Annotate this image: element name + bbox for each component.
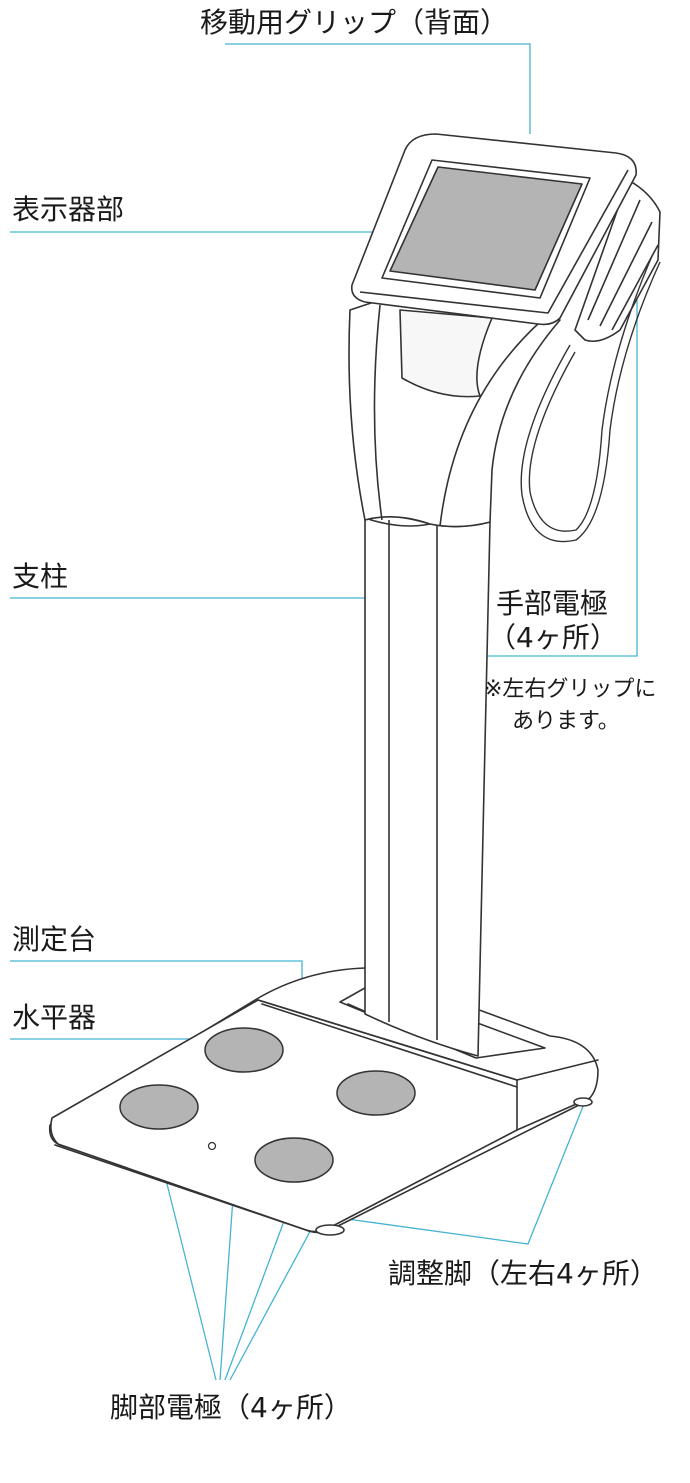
foot-electrodes xyxy=(119,1027,416,1183)
leader-adjust-feet xyxy=(339,1103,585,1245)
bubble-level xyxy=(207,1141,217,1151)
platform-seam-2 xyxy=(261,1003,518,1088)
foot-electrode-front-right xyxy=(254,1137,334,1183)
label-level: 水平器 xyxy=(12,1001,97,1034)
adjust-foot-front xyxy=(315,1224,345,1236)
label-pillar: 支柱 xyxy=(12,560,69,593)
foot-electrode-front-left xyxy=(119,1084,199,1130)
hand-electrode-note-2: あります。 xyxy=(512,709,620,734)
label-foot-electrode: 脚部電極（4ヶ所） xyxy=(110,1391,352,1424)
pillar xyxy=(364,515,491,1057)
label-hand-electrode-count: （4ヶ所） xyxy=(488,621,618,654)
neck-inner-right xyxy=(439,321,541,527)
label-grip: 移動用グリップ（背面） xyxy=(200,6,509,39)
display-screen xyxy=(389,166,583,291)
neck-inner-left xyxy=(373,304,383,521)
leader-grip xyxy=(225,43,531,134)
foot-electrode-back-right xyxy=(336,1070,416,1116)
display-head xyxy=(350,133,637,326)
display-bezel-bottom xyxy=(359,169,629,314)
label-display: 表示器部 xyxy=(12,193,125,226)
leader-hand-electrode xyxy=(480,284,638,657)
foot-electrode-back-left xyxy=(204,1027,284,1073)
platform-seam xyxy=(257,999,518,1081)
grip-cable xyxy=(520,261,661,543)
neck-recess xyxy=(399,309,493,398)
upper-body xyxy=(348,179,661,543)
label-platform: 測定台 xyxy=(12,923,97,956)
adjust-foot-right xyxy=(573,1097,593,1107)
label-hand-electrode: 手部電極 xyxy=(496,587,609,620)
hand-electrode-note-1: ※左右グリップに xyxy=(484,677,657,702)
pillar-front-face xyxy=(388,520,438,1040)
label-adjust-feet: 調整脚（左右4ヶ所） xyxy=(388,1257,658,1290)
grip-cable-2 xyxy=(528,255,653,532)
pillar-body xyxy=(364,515,491,1057)
